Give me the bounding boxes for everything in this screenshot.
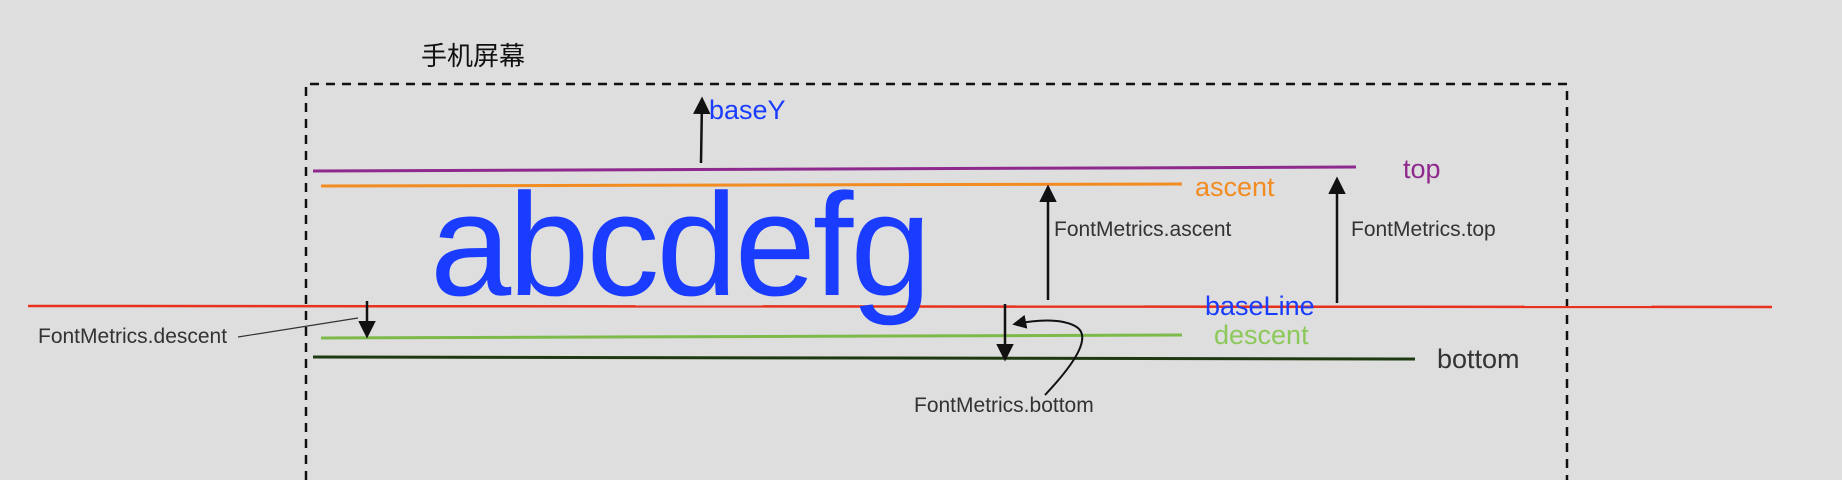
fm-descent-leader <box>237 317 359 338</box>
baseline-line <box>27 304 1773 309</box>
fm-ascent-label: FontMetrics.ascent <box>1054 218 1232 241</box>
baseline-label: baseLine <box>1205 291 1315 321</box>
fm-top-label: FontMetrics.top <box>1351 218 1496 241</box>
fm-descent-label: FontMetrics.descent <box>38 325 228 348</box>
top-label: top <box>1403 154 1441 184</box>
descent-label: descent <box>1214 320 1309 350</box>
descent-line <box>320 333 1183 340</box>
bottom-label: bottom <box>1437 344 1520 374</box>
baseY-arrow <box>693 96 711 164</box>
bottom-line <box>312 355 1416 361</box>
sample-text: abcdefg <box>430 163 932 326</box>
ascent-label: ascent <box>1195 172 1275 202</box>
fm-bottom-label: FontMetrics.bottom <box>914 394 1094 417</box>
screen-title: 手机屏幕 <box>421 42 526 72</box>
ascent-line <box>320 182 1183 188</box>
fm-bottom-leader <box>1012 314 1084 396</box>
screen-frame <box>304 82 1569 480</box>
top-line <box>312 165 1357 173</box>
baseY-label: baseY <box>709 95 786 125</box>
